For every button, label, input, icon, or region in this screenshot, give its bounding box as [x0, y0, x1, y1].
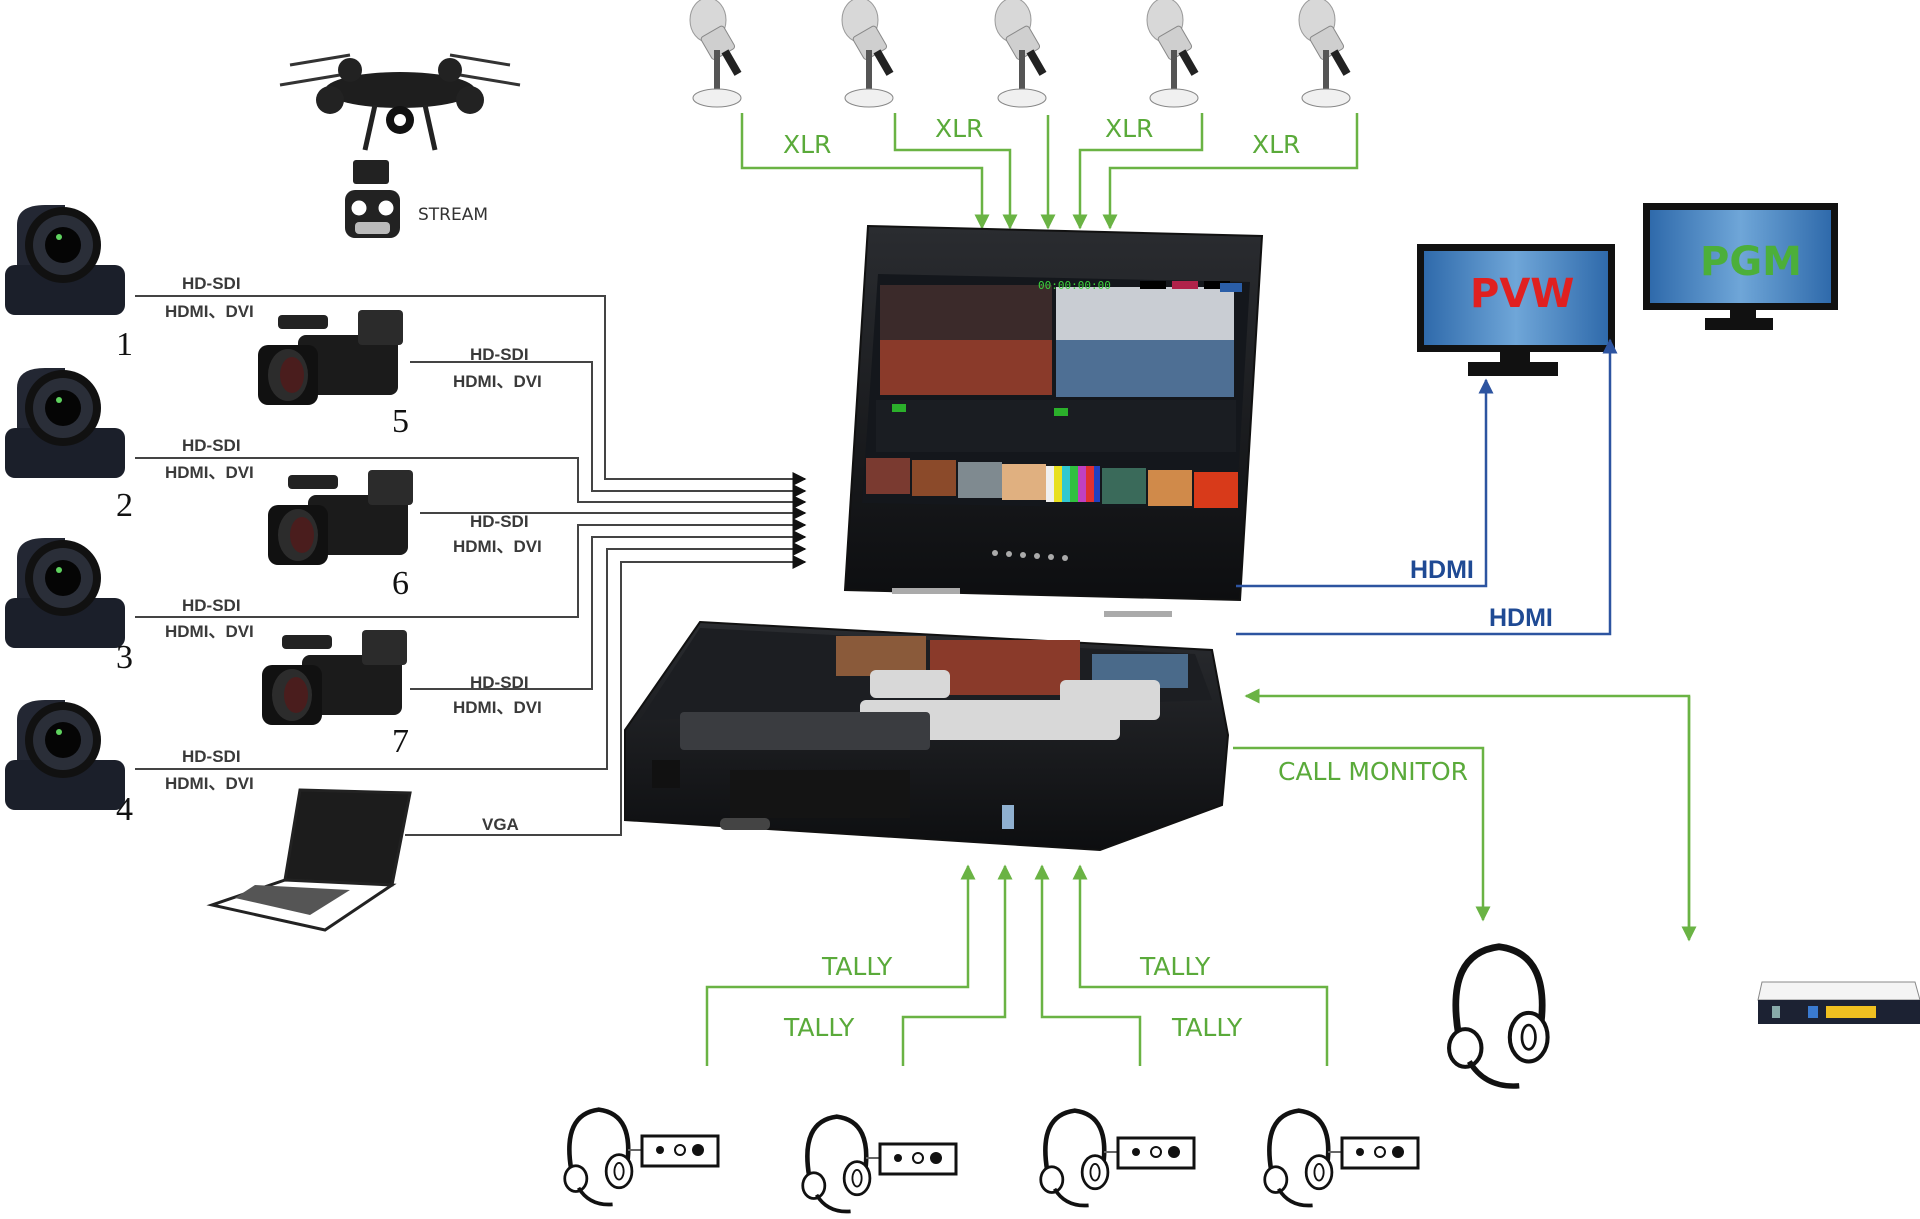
call-monitor-headset: [1449, 947, 1548, 1086]
tally-label-1: TALLY: [821, 952, 893, 981]
production-switcher: 00:00:00:00: [624, 224, 1264, 852]
signal-label-cam6-top: HD-SDI: [470, 512, 529, 531]
drone: [279, 53, 521, 151]
xlr-wires: [740, 113, 1359, 230]
camcorder-5: [258, 310, 403, 405]
xlr-label-2: XLR: [935, 114, 983, 143]
tally-label-2: TALLY: [783, 1013, 855, 1042]
camera-number-2: 2: [116, 487, 133, 524]
xlr-label-1: XLR: [783, 130, 831, 159]
signal-label-cam6-bottom: HDMI、DVI: [453, 537, 542, 556]
signal-label-cam2-top: HD-SDI: [182, 436, 241, 455]
microphone-2: [841, 0, 894, 108]
signal-label-cam3-top: HD-SDI: [182, 596, 241, 615]
camera-number-4: 4: [116, 791, 133, 828]
signal-label-laptop: VGA: [482, 815, 519, 834]
camera-number-5: 5: [392, 403, 409, 440]
drone-controller: [345, 160, 400, 238]
input-wire-bundle: [135, 295, 807, 836]
tally-headset-2: [803, 1117, 958, 1212]
tally-headset-1: [565, 1110, 720, 1205]
screen-timecode: 00:00:00:00: [1038, 279, 1111, 292]
tally-label-3: TALLY: [1139, 952, 1211, 981]
microphone-3: [994, 0, 1047, 108]
signal-label-cam7-bottom: HDMI、DVI: [453, 698, 542, 717]
tally-label-4: TALLY: [1171, 1013, 1243, 1042]
pgm-monitor: [1643, 203, 1838, 330]
camera-number-6: 6: [392, 565, 409, 602]
ptz-camera-1: [5, 205, 125, 315]
call-monitor-label: CALL MONITOR: [1278, 757, 1468, 786]
tally-headset-4: [1265, 1111, 1420, 1206]
microphone-4: [1146, 0, 1199, 108]
network-router: [1757, 981, 1920, 1024]
laptop: [206, 788, 412, 932]
call-monitor-wire: [1233, 746, 1491, 922]
camera-number-1: 1: [116, 326, 133, 363]
xlr-label-3: XLR: [1105, 114, 1153, 143]
signal-label-cam5-top: HD-SDI: [470, 345, 529, 364]
hdmi-label-pgm: HDMI: [1489, 604, 1553, 632]
camera-number-7: 7: [392, 723, 409, 760]
lid-indicator-leds: [992, 550, 1068, 561]
thumbnail-strip: [866, 458, 1238, 508]
hdmi-label-pvw: HDMI: [1410, 556, 1474, 584]
signal-label-cam4-top: HD-SDI: [182, 747, 241, 766]
switcher-screen: 00:00:00:00: [866, 279, 1242, 508]
tally-headset-3: [1041, 1111, 1196, 1206]
microphone-1: [689, 0, 742, 108]
signal-label-cam5-bottom: HDMI、DVI: [453, 372, 542, 391]
signal-label-cam7-top: HD-SDI: [470, 673, 529, 692]
router-wire: [1244, 688, 1697, 942]
signal-label-cam1-top: HD-SDI: [182, 274, 241, 293]
signal-label-cam4-bottom: HDMI、DVI: [165, 774, 254, 793]
ptz-camera-3: [5, 538, 125, 648]
control-panel: [680, 636, 1188, 750]
camera-number-3: 3: [116, 639, 133, 676]
pvw-label: PVW: [1470, 271, 1574, 317]
hdmi-wires: [1236, 338, 1618, 636]
xlr-label-4: XLR: [1252, 130, 1300, 159]
stream-label: STREAM: [418, 205, 488, 225]
signal-label-cam3-bottom: HDMI、DVI: [165, 622, 254, 641]
pvw-monitor: [1417, 244, 1615, 376]
tally-wires: [705, 864, 1329, 1066]
ptz-camera-2: [5, 368, 125, 478]
signal-label-cam2-bottom: HDMI、DVI: [165, 463, 254, 482]
signal-label-cam1-bottom: HDMI、DVI: [165, 302, 254, 321]
camcorder-7: [262, 630, 407, 725]
ptz-camera-4: [5, 700, 125, 810]
microphone-5: [1298, 0, 1351, 108]
camcorder-6: [268, 470, 413, 565]
pgm-label: PGM: [1700, 239, 1802, 285]
